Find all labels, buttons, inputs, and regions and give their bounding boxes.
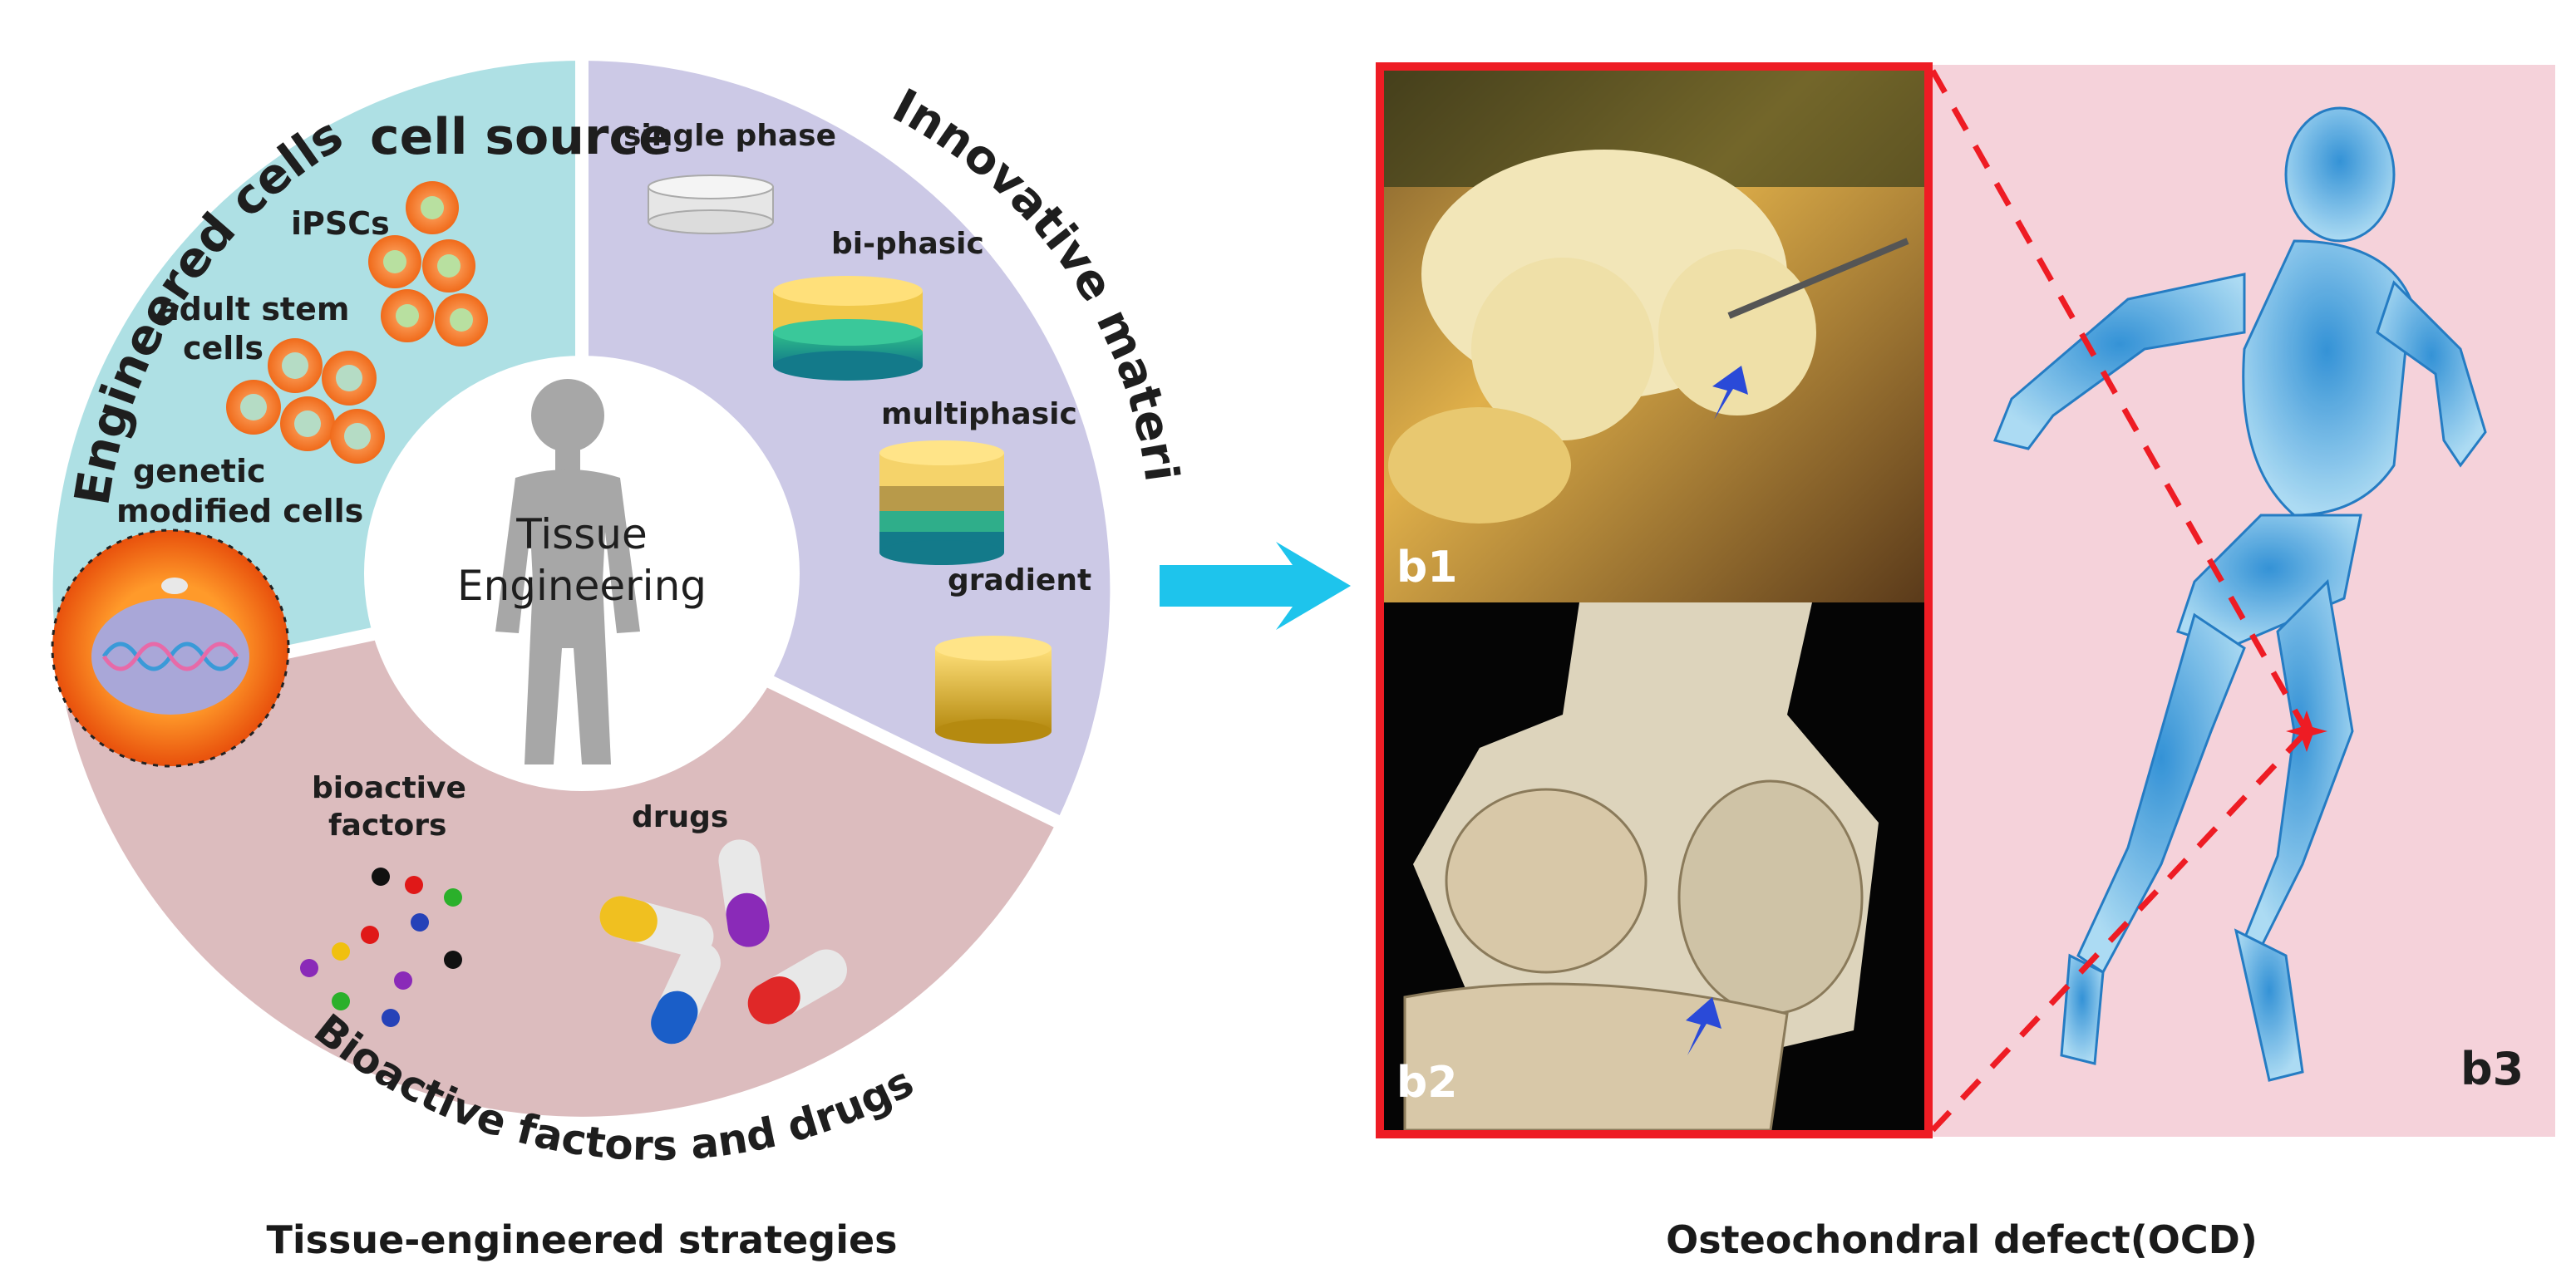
gradient-scaffold-icon	[935, 636, 1052, 744]
bi-phasic-label: bi-phasic	[831, 227, 984, 261]
ipscs-cells-icon	[368, 181, 488, 347]
bioactive-label-line2: factors	[328, 809, 446, 843]
center-label-line1: Tissue	[515, 510, 647, 558]
adult-stem-cells-icon	[226, 338, 385, 464]
label-b1: b1	[1396, 543, 1457, 592]
human-silhouette-icon	[495, 379, 640, 764]
right-caption: Osteochondral defect(OCD)	[1666, 1217, 2258, 1262]
genetic-label-line2: modified cells	[116, 493, 363, 529]
label-b3: b3	[2460, 1043, 2524, 1095]
bioactive-factors-dots-icon	[300, 868, 462, 1027]
single-phase-scaffold-icon	[648, 175, 774, 234]
drugs-label: drugs	[632, 800, 728, 834]
b1-b2-frame	[1376, 62, 1933, 1138]
ipscs-label: iPSCs	[291, 205, 390, 242]
b3-panel: b3	[1927, 65, 2555, 1137]
bi-phasic-scaffold-icon	[773, 276, 923, 381]
gradient-label: gradient	[948, 563, 1091, 597]
cell-source-label: cell source	[370, 108, 672, 166]
drugs-capsules-icon	[599, 839, 847, 1045]
multiphasic-label: multiphasic	[881, 397, 1077, 431]
label-b2: b2	[1396, 1058, 1457, 1108]
b2-render: b2	[1384, 602, 1924, 1132]
b1-photo: b1	[1384, 71, 1924, 602]
adult-stem-label-line1: adult stem	[158, 291, 349, 327]
center-label-line2: Engineering	[457, 562, 707, 610]
left-caption: Tissue-engineered strategies	[266, 1217, 897, 1262]
right-arrow-icon	[1160, 542, 1351, 630]
multiphasic-scaffold-icon	[879, 440, 1004, 565]
adult-stem-label-line2: cells	[183, 330, 264, 366]
bioactive-label-line1: bioactive	[312, 771, 466, 805]
genetic-label-line1: genetic	[133, 453, 266, 489]
single-phase-label: single phase	[623, 119, 836, 153]
genetic-modified-cell-icon	[51, 528, 290, 768]
